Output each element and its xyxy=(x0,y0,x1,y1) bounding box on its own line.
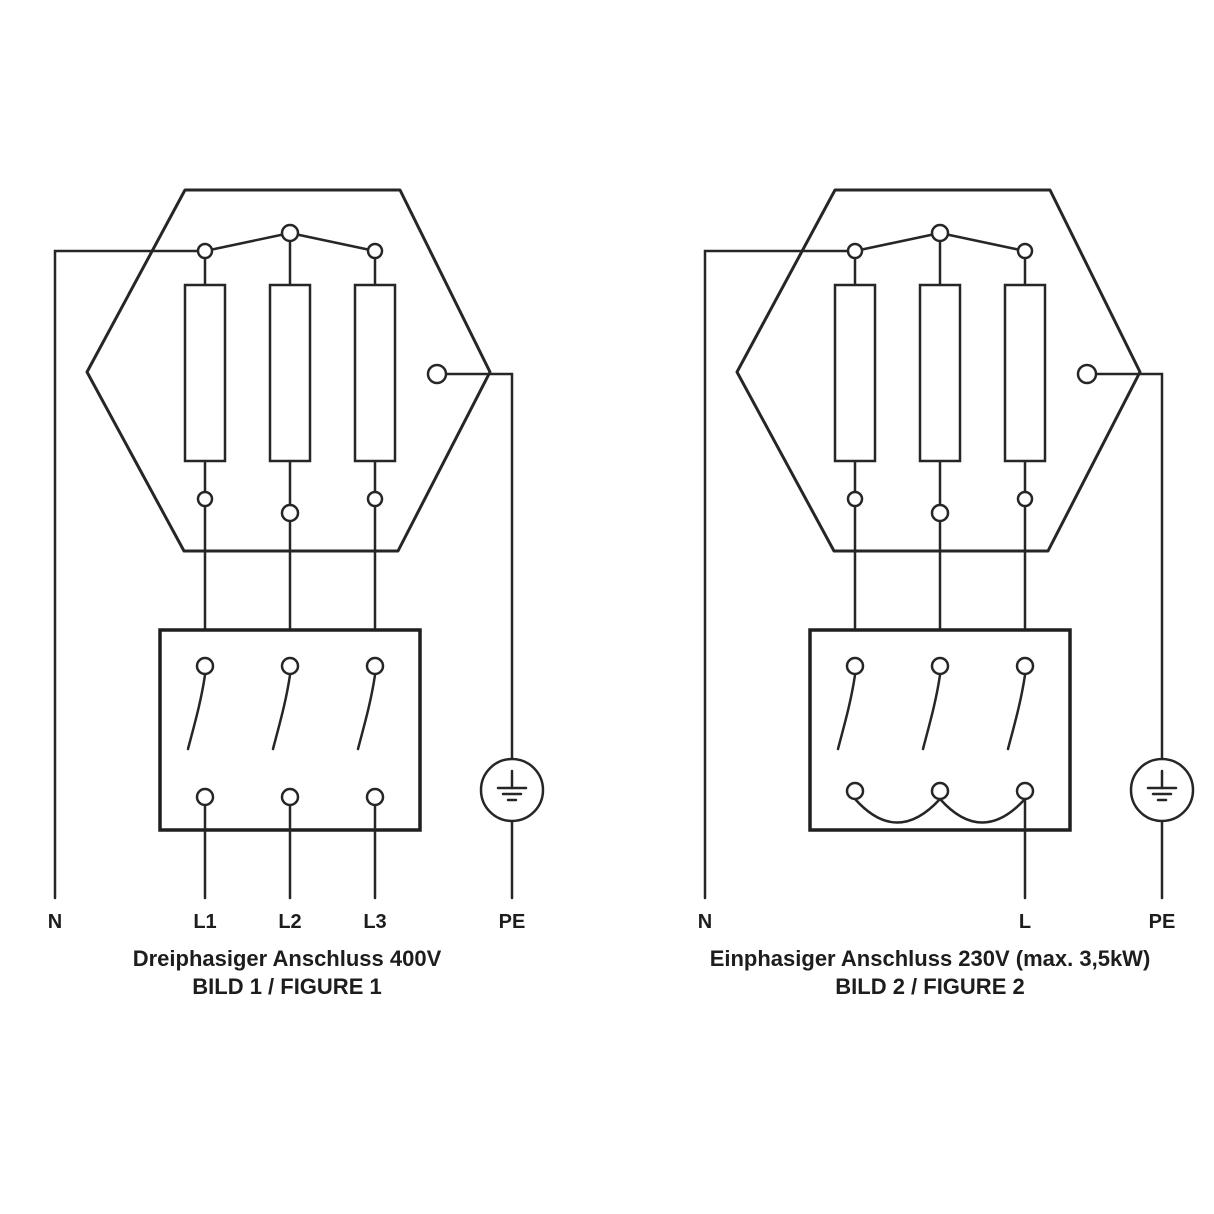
switch1-bottom-contact xyxy=(845,781,865,801)
heating-element-1 xyxy=(183,283,227,463)
star-bridge-right xyxy=(938,231,1027,253)
switch3-top-contact xyxy=(1015,656,1035,676)
heating-element-3 xyxy=(353,283,397,463)
figure2-subcaption: BILD 2 / FIGURE 2 xyxy=(835,974,1024,999)
heating-element-2 xyxy=(268,283,312,463)
star-point-terminal xyxy=(930,223,950,243)
switch3-bottom-contact xyxy=(365,787,385,807)
heating-element-2 xyxy=(918,283,962,463)
switch3-top-contact xyxy=(365,656,385,676)
pe-terminal xyxy=(1076,363,1098,385)
switch-blade-3 xyxy=(356,673,377,751)
neutral-wire xyxy=(53,249,207,900)
terminal-label-n: N xyxy=(698,911,712,933)
element1-top-terminal xyxy=(846,242,864,260)
pe-terminal xyxy=(426,363,448,385)
figure-2-single-phase-diagram: N L PE Einphasiger Anschluss 230V (max. … xyxy=(698,188,1195,999)
heating-element-3 xyxy=(1003,283,1047,463)
switch-blade-1 xyxy=(186,673,207,751)
element3-bottom-terminal xyxy=(366,490,384,508)
terminal-label-l3: L3 xyxy=(363,911,386,933)
figure2-caption: Einphasiger Anschluss 230V (max. 3,5kW) xyxy=(710,946,1151,971)
element3-bottom-terminal xyxy=(1016,490,1034,508)
switch2-bottom-contact xyxy=(280,787,300,807)
figure1-caption: Dreiphasiger Anschluss 400V xyxy=(133,946,442,971)
element1-bottom-terminal xyxy=(196,490,214,508)
terminal-label-l2: L2 xyxy=(278,911,301,933)
element1-bottom-terminal xyxy=(846,490,864,508)
terminal-label-pe: PE xyxy=(499,911,526,933)
earth-ground-icon xyxy=(1129,757,1195,823)
switch1-top-contact xyxy=(845,656,865,676)
bridge-jumper-2 xyxy=(938,797,1027,824)
switch1-top-contact xyxy=(195,656,215,676)
pe-wire-upper xyxy=(1094,372,1164,761)
neutral-wire xyxy=(703,249,857,900)
element3-top-terminal xyxy=(366,242,384,260)
switch3-bottom-contact xyxy=(1015,781,1035,801)
earth-ground-circle xyxy=(1129,757,1195,823)
element3-top-terminal xyxy=(1016,242,1034,260)
figure1-subcaption: BILD 1 / FIGURE 1 xyxy=(192,974,381,999)
earth-ground-circle xyxy=(479,757,545,823)
terminal-label-l: L xyxy=(1019,911,1031,933)
switch-blade-2 xyxy=(921,673,942,751)
switch-blade-1 xyxy=(836,673,857,751)
switch-blade-3 xyxy=(1006,673,1027,751)
heating-element-1 xyxy=(833,283,877,463)
star-point-terminal xyxy=(280,223,300,243)
terminal-label-pe: PE xyxy=(1149,911,1176,933)
terminal-label-n: N xyxy=(48,911,62,933)
switch2-bottom-contact xyxy=(930,781,950,801)
switch-blade-2 xyxy=(271,673,292,751)
switch1-bottom-contact xyxy=(195,787,215,807)
pe-wire-upper xyxy=(444,372,514,761)
switch2-top-contact xyxy=(930,656,950,676)
figure-1-three-phase-diagram: N L1 L2 L3 PE Dreiphasiger Anschluss 400… xyxy=(48,188,545,999)
star-bridge-left xyxy=(853,231,942,253)
bridge-jumper-1 xyxy=(853,797,942,824)
star-bridge-left xyxy=(203,231,292,253)
element2-bottom-terminal xyxy=(930,503,950,523)
element1-top-terminal xyxy=(196,242,214,260)
switch2-top-contact xyxy=(280,656,300,676)
terminal-label-l1: L1 xyxy=(193,911,216,933)
element2-bottom-terminal xyxy=(280,503,300,523)
star-bridge-right xyxy=(288,231,377,253)
earth-ground-icon xyxy=(479,757,545,823)
